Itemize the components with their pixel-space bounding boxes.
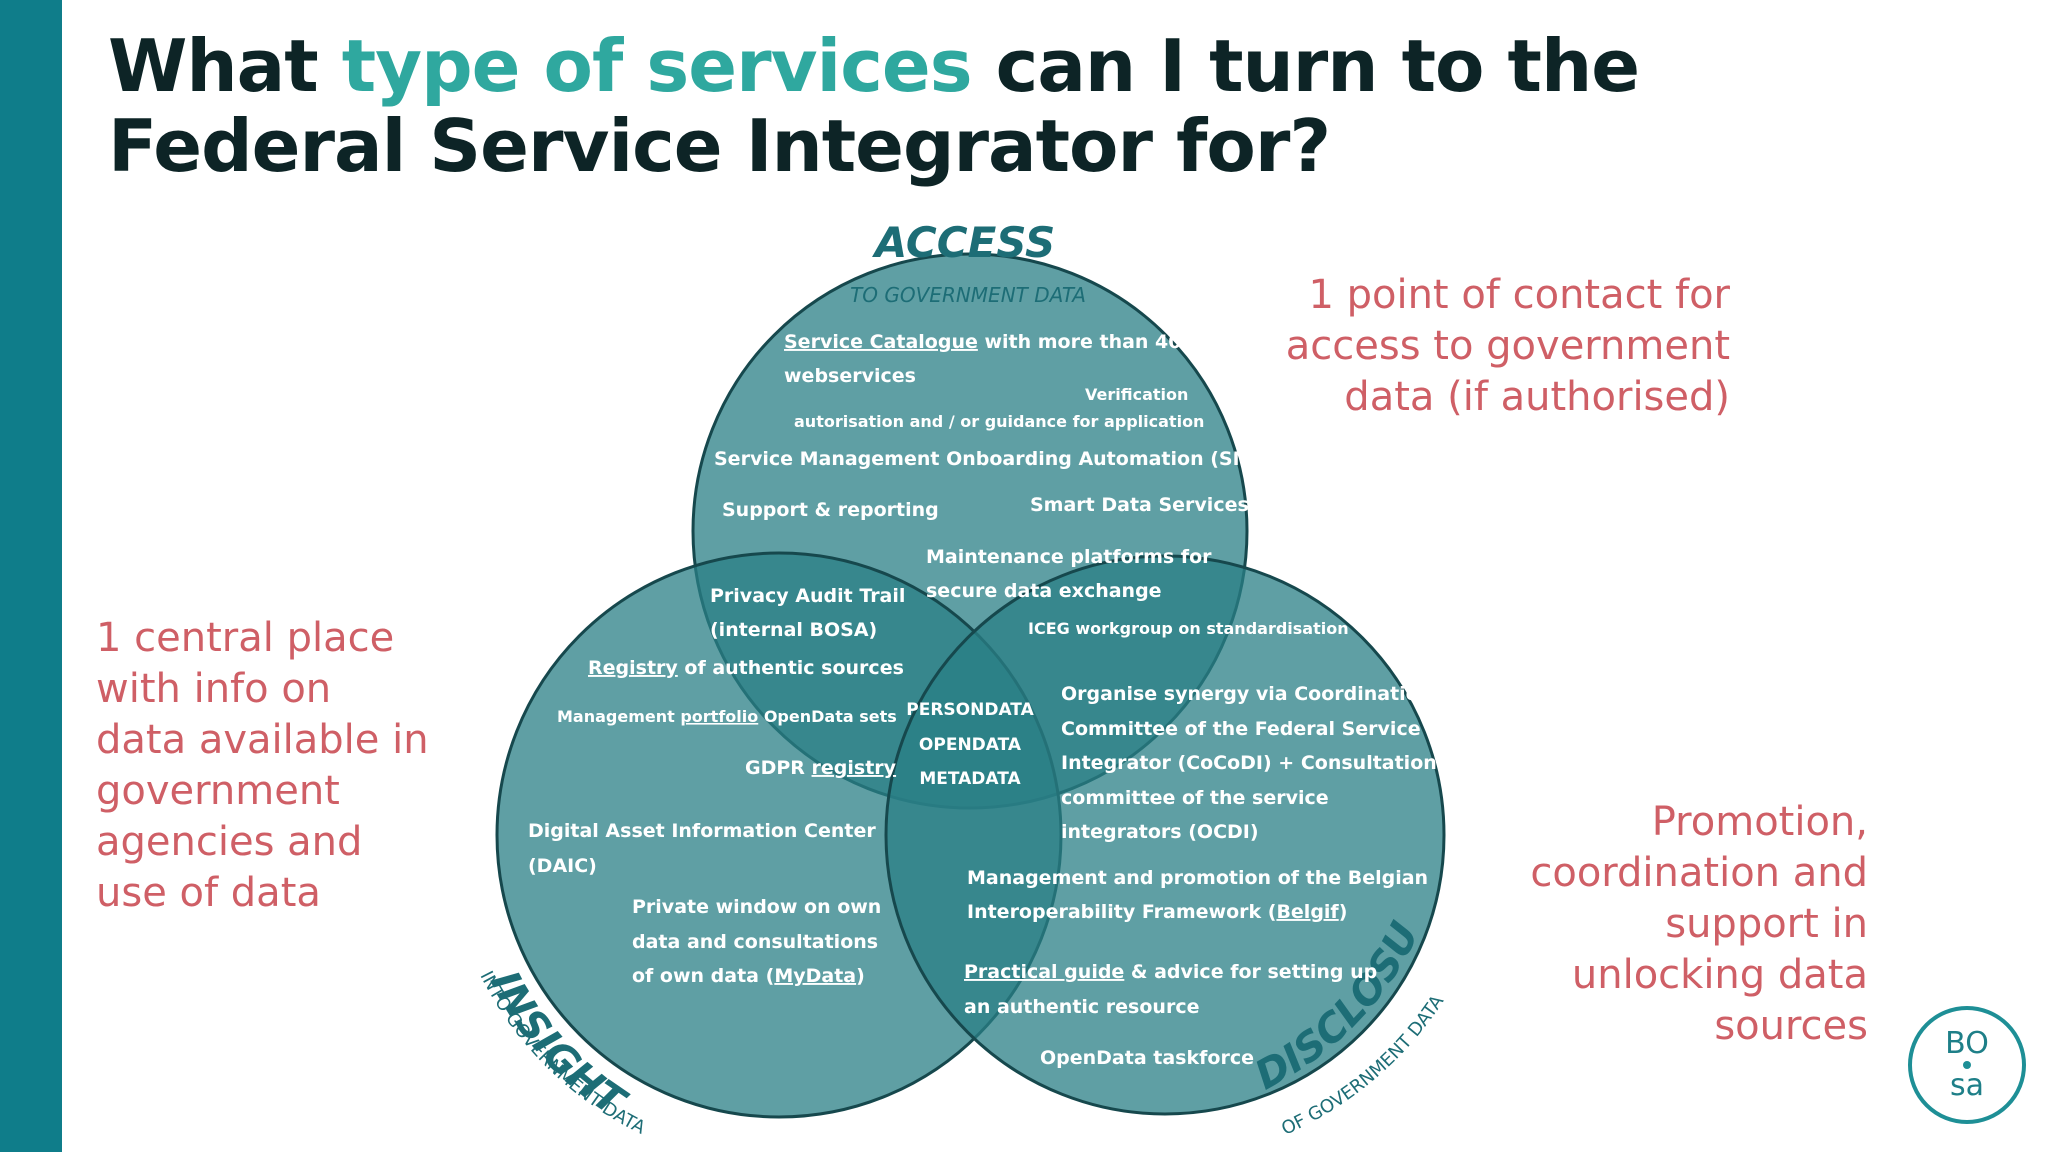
gdpr-registry-link[interactable]: registry (812, 757, 897, 779)
logo-text-top: BO (1945, 1026, 1989, 1061)
title-accent: type of services (341, 24, 973, 108)
center-opendata: OPENDATA (919, 735, 1022, 755)
practical-guide-text-2: an authentic resource (964, 996, 1199, 1018)
service-catalogue-item: Service Catalogue with more than 400 (784, 331, 1195, 353)
center-persondata: PERSONDATA (906, 700, 1034, 720)
smoa-text: Service Management Onboarding Automation… (714, 448, 1291, 470)
webservices-text: webservices (784, 365, 916, 387)
access-sublabel: TO GOVERNMENT DATA (850, 283, 1086, 307)
callout-disclosure-line: Promotion, (1651, 799, 1868, 845)
belgif-item: Interoperability Framework (Belgif) (967, 901, 1347, 923)
callout-access-line: 1 point of contact for (1308, 272, 1730, 318)
callout-insight-line: 1 central place (96, 615, 395, 661)
bosa-logo: BO sa (1908, 1006, 2026, 1124)
registry-link[interactable]: Registry (588, 657, 678, 679)
service-catalogue-link[interactable]: Service Catalogue (784, 331, 978, 353)
callout-access-line: data (if authorised) (1344, 374, 1730, 420)
portfolio-link[interactable]: portfolio (680, 707, 758, 726)
private-window-text-2: data and consultations (632, 931, 878, 953)
callout-insight-line: with info on (96, 666, 332, 712)
daic-text-1: Digital Asset Information Center (528, 820, 876, 842)
callout-disclosure-line: support in (1665, 901, 1868, 947)
private-window-text-1: Private window on own (632, 896, 881, 918)
smart-data-services-text: Smart Data Services (1030, 494, 1249, 516)
maintenance-text-1: Maintenance platforms for (926, 546, 1212, 568)
organise-text-5: integrators (OCDI) (1061, 821, 1259, 843)
maintenance-text-2: secure data exchange (926, 580, 1162, 602)
privacy-audit-text-2: (internal BOSA) (710, 619, 877, 641)
opendata-taskforce-text: OpenData taskforce (1040, 1047, 1254, 1069)
callout-disclosure-line: unlocking data (1571, 952, 1868, 998)
title-part-2: can I turn to the Federal Service Integr… (108, 24, 1640, 188)
access-label: ACCESS (872, 218, 1056, 267)
mydata-link[interactable]: MyData (774, 965, 856, 987)
page-title: What type of services can I turn to the … (108, 26, 1808, 186)
organise-text-2: Committee of the Federal Service (1061, 718, 1421, 740)
daic-text-2: (DAIC) (528, 855, 597, 877)
organise-text-1: Organise synergy via Coordination (1061, 683, 1432, 705)
sidebar-accent-bar (0, 0, 62, 1152)
logo-text-bottom: sa (1949, 1068, 1984, 1103)
autorisation-text: autorisation and / or guidance for appli… (794, 412, 1204, 431)
organise-text-4: committee of the service (1061, 787, 1329, 809)
title-part-1: What (108, 24, 342, 108)
privacy-audit-text-1: Privacy Audit Trail (710, 585, 905, 607)
callout-insight-line: data available in (96, 717, 429, 763)
gdpr-item: GDPR registry (745, 757, 897, 779)
callout-access-line: access to government (1285, 323, 1730, 369)
organise-text-3: Integrator (CoCoDI) + Consultation (1061, 752, 1437, 774)
verification-text: Verification (1085, 385, 1188, 404)
callout-disclosure: Promotion, coordination and support in u… (1400, 797, 1868, 1052)
belgif-text-1: Management and promotion of the Belgian (967, 867, 1428, 889)
portfolio-item: Management portfolio OpenData sets (557, 707, 897, 726)
callout-insight-line: government (96, 768, 340, 814)
callout-insight-line: agencies and (96, 819, 363, 865)
callout-disclosure-line: sources (1714, 1003, 1868, 1049)
center-metadata: METADATA (919, 769, 1021, 789)
circle-disclosure (884, 554, 1446, 1116)
registry-item: Registry of authentic sources (588, 657, 904, 679)
belgif-link[interactable]: Belgif (1276, 901, 1339, 923)
callout-insight: 1 central place with info on data availa… (96, 613, 516, 919)
practical-guide-link[interactable]: Practical guide (964, 961, 1124, 983)
logo-dot (1963, 1061, 1971, 1069)
mydata-item: of own data (MyData) (632, 965, 865, 987)
iceg-text: ICEG workgroup on standardisation (1028, 619, 1349, 638)
callout-insight-line: use of data (96, 870, 321, 916)
callout-disclosure-line: coordination and (1530, 850, 1868, 896)
callout-access: 1 point of contact for access to governm… (1180, 270, 1730, 423)
practical-guide-item: Practical guide & advice for setting up (964, 961, 1377, 983)
support-reporting-text: Support & reporting (722, 499, 939, 521)
